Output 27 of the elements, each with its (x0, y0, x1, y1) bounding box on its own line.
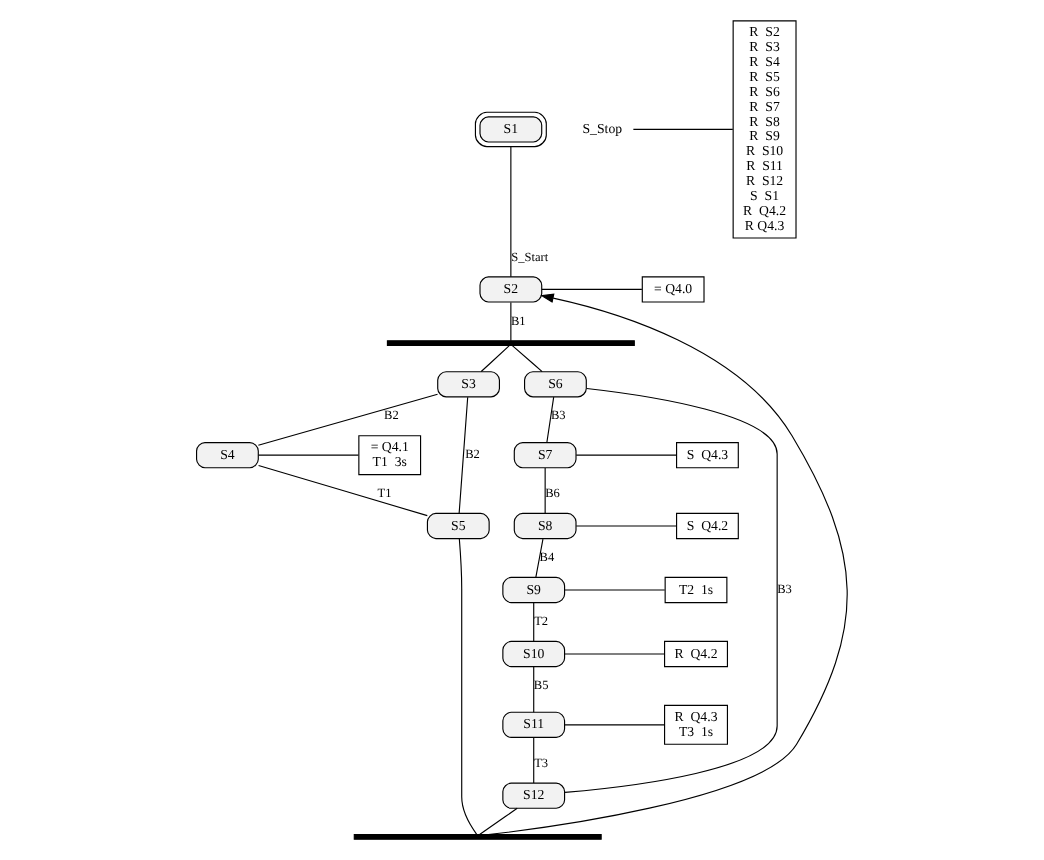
connector (458, 396, 469, 514)
connector (564, 724, 665, 726)
connector (533, 602, 535, 642)
connector (258, 464, 428, 517)
node-bar (353, 834, 602, 840)
connector (575, 525, 677, 527)
connector (257, 393, 439, 446)
connector (479, 807, 518, 835)
connector (632, 128, 734, 130)
connector (458, 538, 478, 835)
connector (533, 737, 535, 784)
connector (546, 396, 555, 444)
connector (511, 345, 543, 373)
connector (544, 467, 546, 514)
connector (257, 454, 359, 456)
connector (480, 345, 510, 373)
connector (564, 653, 665, 655)
connector (533, 666, 535, 713)
connector (541, 288, 643, 290)
connector (535, 538, 544, 578)
arrow (487, 293, 848, 836)
connector (575, 454, 677, 456)
connector (564, 589, 666, 591)
connector (564, 387, 778, 793)
connector (510, 301, 512, 342)
connector (510, 146, 512, 278)
node-bar (386, 340, 635, 346)
